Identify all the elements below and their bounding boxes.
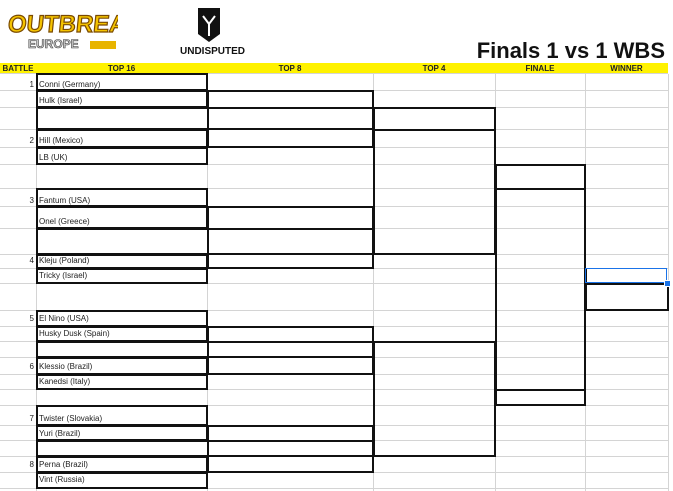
battle-number: 5	[29, 314, 34, 323]
gridline	[0, 164, 668, 165]
col-winner: WINNER	[610, 64, 643, 73]
col-top16: TOP 16	[107, 64, 136, 73]
bracket-box	[36, 341, 374, 358]
bracket-box	[585, 268, 587, 284]
battle-number: 6	[29, 362, 34, 371]
outbreak-logo: OUTBREAK EUROPE	[6, 6, 147, 52]
bracket-box	[36, 107, 374, 130]
competitor-cell[interactable]: El Nino (USA)	[39, 314, 89, 323]
bracket-box	[585, 283, 669, 311]
col-finale: FINALE	[525, 64, 555, 73]
competitor-cell[interactable]: Yuri (Brazil)	[39, 429, 81, 438]
gridline	[0, 488, 668, 489]
gridline	[0, 310, 668, 311]
gridline	[0, 405, 668, 406]
bracket-box	[373, 341, 496, 457]
bracket-box	[495, 164, 586, 406]
col-battle: BATTLE	[2, 64, 34, 73]
bracket-box	[36, 374, 208, 390]
competitor-cell[interactable]: Hill (Mexico)	[39, 136, 83, 145]
competitor-cell[interactable]: Husky Dusk (Spain)	[39, 329, 110, 338]
gridline	[0, 283, 668, 284]
battle-number: 1	[29, 80, 34, 89]
competitor-cell[interactable]: Fantum (USA)	[39, 196, 91, 205]
competitor-cell[interactable]: Onel (Greece)	[39, 217, 90, 226]
battle-number: 2	[29, 136, 34, 145]
col-top4: TOP 4	[422, 64, 446, 73]
fill-handle[interactable]	[664, 280, 671, 287]
battle-number: 4	[29, 256, 34, 265]
gridline	[373, 74, 374, 491]
bracket-box	[36, 147, 208, 165]
bracket-box	[495, 188, 586, 190]
battle-number: 3	[29, 196, 34, 205]
svg-text:EUROPE: EUROPE	[28, 37, 79, 51]
battle-number: 7	[29, 414, 34, 423]
bracket-box	[36, 268, 208, 284]
selected-cell[interactable]	[585, 268, 667, 283]
competitor-cell[interactable]: Perna (Brazil)	[39, 460, 88, 469]
gridline	[0, 188, 668, 189]
bracket-box	[495, 389, 586, 391]
competitor-cell[interactable]: Kanedsi (Italy)	[39, 377, 91, 386]
bracket-box	[373, 129, 496, 131]
battle-number: 8	[29, 460, 34, 469]
col-top8: TOP 8	[278, 64, 302, 73]
svg-text:OUTBREAK: OUTBREAK	[8, 11, 118, 38]
gridline	[0, 389, 668, 390]
page-title: Finals 1 vs 1 WBS	[476, 38, 665, 63]
competitor-cell[interactable]: Hulk (Israel)	[39, 96, 83, 105]
competitor-cell[interactable]: Vint (Russia)	[39, 475, 85, 484]
bracket-box	[36, 472, 208, 489]
bracket-box	[36, 228, 374, 255]
svg-text:UNDISPUTED: UNDISPUTED	[180, 46, 245, 56]
competitor-cell[interactable]: LB (UK)	[39, 153, 68, 162]
competitor-cell[interactable]: Twister (Slovakia)	[39, 414, 103, 423]
gridline	[0, 73, 668, 74]
competitor-cell[interactable]: Tricky (Israel)	[39, 271, 88, 280]
undisputed-logo: UNDISPUTED	[178, 6, 248, 57]
header-row	[0, 63, 668, 74]
bracket-box	[36, 440, 374, 457]
competitor-cell[interactable]: Kleju (Poland)	[39, 256, 90, 265]
competitor-cell[interactable]: Conni (Germany)	[39, 80, 101, 89]
competitor-cell[interactable]: Klessio (Brazil)	[39, 362, 93, 371]
